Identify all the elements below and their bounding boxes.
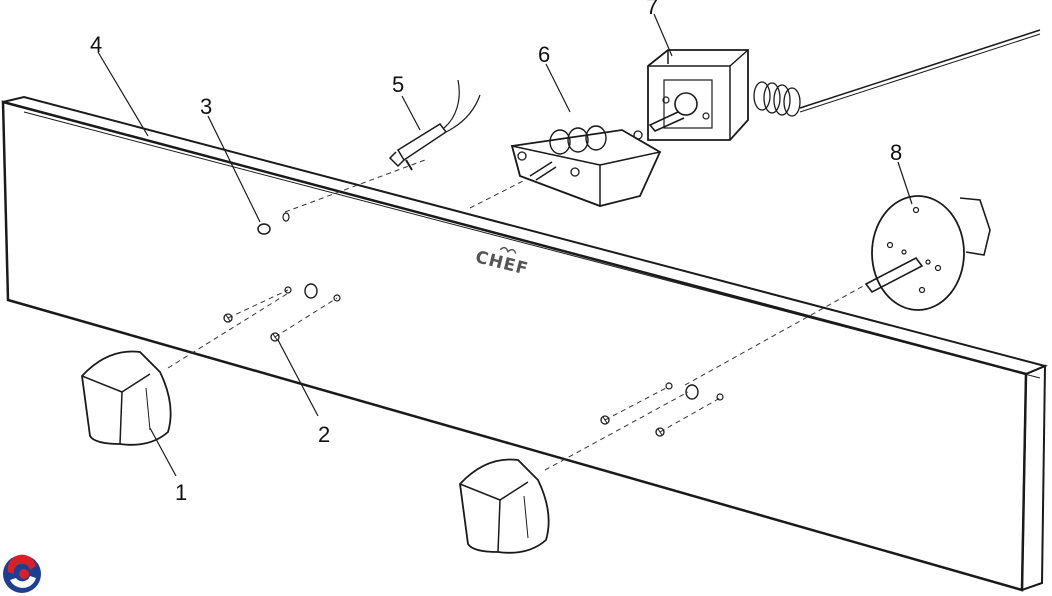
screw-4 xyxy=(655,427,665,437)
callout-1: 1 xyxy=(175,480,187,505)
callout-7: 7 xyxy=(646,0,658,19)
capillary-coil xyxy=(753,81,801,117)
control-panel xyxy=(1,95,1049,592)
callout-labels: 1 2 3 4 5 6 7 8 xyxy=(90,0,902,505)
screws xyxy=(223,283,724,437)
callout-5: 5 xyxy=(392,72,404,97)
timer xyxy=(864,195,991,311)
indicator-lens xyxy=(257,212,290,235)
screw-1 xyxy=(223,313,233,323)
leader-lines xyxy=(97,13,913,477)
switch-cams xyxy=(549,125,607,155)
neon-lamp xyxy=(388,79,481,171)
selector-switch xyxy=(510,125,662,208)
brand-logo-text: CHEF xyxy=(473,247,530,279)
callout-3: 3 xyxy=(200,94,212,119)
callout-2: 2 xyxy=(318,422,330,447)
screw-3 xyxy=(600,415,610,425)
assembly-guides xyxy=(167,159,866,471)
control-knob-left xyxy=(81,350,172,446)
brand-logo: CHEF xyxy=(473,246,531,280)
thermostat xyxy=(647,29,1041,141)
corner-logo xyxy=(3,554,41,593)
callout-6: 6 xyxy=(538,42,550,67)
screw-2 xyxy=(270,332,280,342)
control-knob-right xyxy=(459,458,550,554)
callout-8: 8 xyxy=(890,140,902,165)
callout-4: 4 xyxy=(90,32,102,57)
